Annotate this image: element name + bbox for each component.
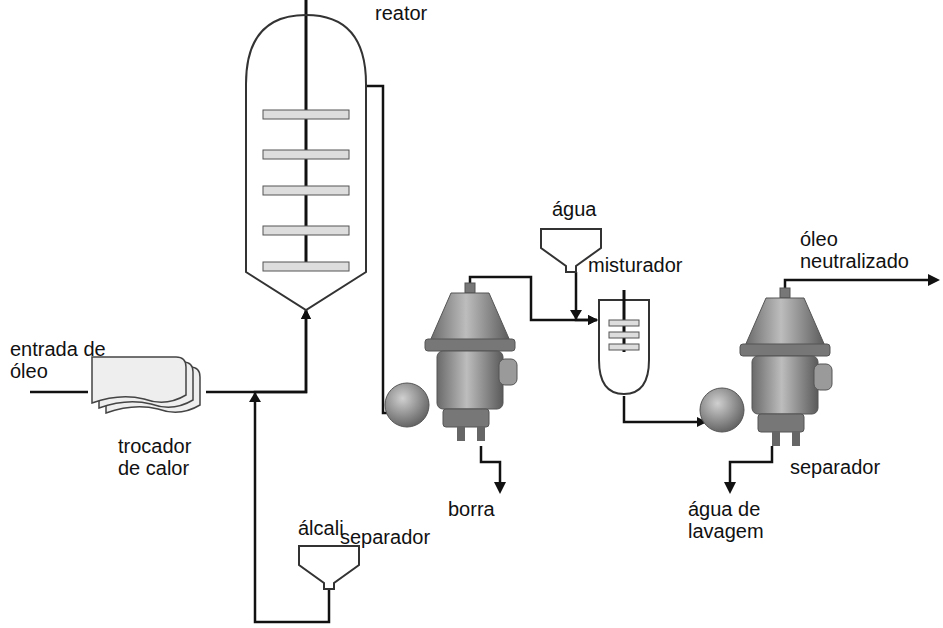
oil-inlet-line: [30, 391, 88, 394]
reactor-icon: [245, 14, 367, 310]
wash-arrowhead: [724, 482, 736, 494]
equipment-label: água: [552, 198, 622, 220]
mixer-icon: [597, 290, 651, 396]
reactor: reator: [245, 14, 367, 310]
alkali-tank: álcali: [298, 545, 360, 589]
sludge-arrowhead: [494, 482, 506, 494]
centrifugal-separator: separador: [700, 288, 832, 448]
process-pipe: [576, 272, 597, 320]
alkali-tank-icon: [298, 545, 360, 589]
stream-label: entrada de óleo: [10, 338, 110, 382]
process-pipe: [367, 86, 405, 413]
stream-label: óleo neutralizado: [800, 228, 935, 272]
process-pipe: [206, 310, 306, 392]
equipment-label: trocador de calor: [118, 435, 218, 479]
stream-label: borra: [448, 498, 508, 520]
centrifugal-separator-icon: [385, 283, 517, 443]
equipment-label: misturador: [588, 254, 703, 276]
heat-exchanger-icon: [88, 355, 206, 420]
sludge-line: [481, 446, 500, 482]
centrifugal-separator-icon: [700, 288, 832, 448]
wash-water-line: [730, 446, 772, 482]
heat-exchanger: trocador de calor: [88, 355, 206, 420]
stream-label: água de lavagem: [688, 498, 788, 542]
equipment-label: separador: [340, 526, 450, 548]
mixer: misturador: [597, 290, 651, 396]
equipment-label: reator: [375, 2, 455, 24]
equipment-label: separador: [790, 456, 900, 478]
centrifugal-separator: separador: [385, 283, 517, 443]
oil-outlet-line: [785, 280, 928, 288]
outlet-arrowhead: [928, 274, 940, 286]
process-pipe: [624, 396, 706, 422]
